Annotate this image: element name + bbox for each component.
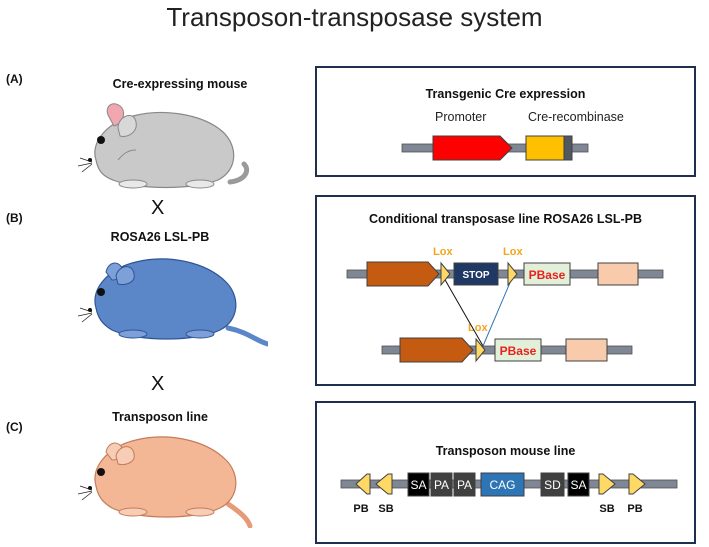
cre-block <box>525 135 569 161</box>
rosa-gene-block <box>399 337 474 363</box>
panel-letter-a: (A) <box>6 72 23 86</box>
sa-text: SA <box>570 478 586 492</box>
pb-arrow <box>628 473 646 495</box>
panel-b-title: Conditional transposase line ROSA26 LSL-… <box>369 212 642 226</box>
stop-block <box>453 262 499 286</box>
pa-element <box>453 472 476 497</box>
panel-letter-c: (C) <box>6 420 23 434</box>
recombination-line-1 <box>443 277 484 347</box>
mouse-illustration-grey <box>78 103 250 189</box>
panel-a-title: Transgenic Cre expression <box>425 87 586 101</box>
pa-element <box>430 472 453 497</box>
promoter-block <box>432 135 513 161</box>
rosa-constructs: STOP PBase PBase <box>346 261 664 363</box>
lox-label-2: Lox <box>503 246 523 258</box>
panel-c-title: Transposon mouse line <box>435 444 576 458</box>
sd-element <box>540 472 565 497</box>
cross-symbol-2: X <box>151 373 165 395</box>
sb-label: SB <box>599 503 614 515</box>
backbone-line-top <box>346 269 664 279</box>
sb-arrow <box>375 473 393 495</box>
transposon-construct: SA PA PA CAG SD SA PB SB SB PB <box>340 472 678 515</box>
mouse-label-rosa: ROSA26 LSL-PB <box>110 230 210 244</box>
peach-block <box>597 262 639 286</box>
cag-element <box>480 472 525 497</box>
mouse-label-cre: Cre-expressing mouse <box>112 77 248 91</box>
stop-text: STOP <box>462 270 489 281</box>
pa-text: PA <box>457 478 472 492</box>
panel-a-box <box>315 66 696 177</box>
cag-text: CAG <box>489 478 515 492</box>
pb-arrow <box>355 473 371 495</box>
mouse-illustration-peach <box>78 436 253 528</box>
lox-label-3: Lox <box>468 322 488 334</box>
pbase-text: PBase <box>529 268 566 282</box>
pb-label: PB <box>627 503 642 515</box>
lox-site <box>507 261 518 287</box>
cross-symbol-1: X <box>151 197 165 219</box>
diagram-title: Transposon-transposase system <box>166 2 543 32</box>
sb-arrow <box>598 473 616 495</box>
sa-element <box>407 472 430 497</box>
sa-element <box>567 472 590 497</box>
sd-text: SD <box>544 478 561 492</box>
promoter-label: Promoter <box>435 110 487 124</box>
cre-construct <box>401 135 589 161</box>
lox-label-1: Lox <box>433 246 453 258</box>
mouse-illustration-blue <box>78 258 268 347</box>
mouse-label-transposon: Transposon line <box>112 410 208 424</box>
recombination-line-2 <box>482 277 513 347</box>
rosa-gene-block <box>366 261 440 287</box>
peach-block <box>565 338 608 362</box>
pa-text: PA <box>434 478 449 492</box>
cre-recombinase-label: Cre-recombinase <box>528 110 624 124</box>
pbase-block <box>523 262 571 286</box>
lox-site <box>440 261 451 287</box>
sb-label: SB <box>378 503 393 515</box>
panel-letter-b: (B) <box>6 211 23 225</box>
pbase-text: PBase <box>500 344 537 358</box>
pbase-block <box>494 338 542 362</box>
lox-site <box>475 337 486 363</box>
pb-label: PB <box>353 503 368 515</box>
sa-text: SA <box>410 478 426 492</box>
